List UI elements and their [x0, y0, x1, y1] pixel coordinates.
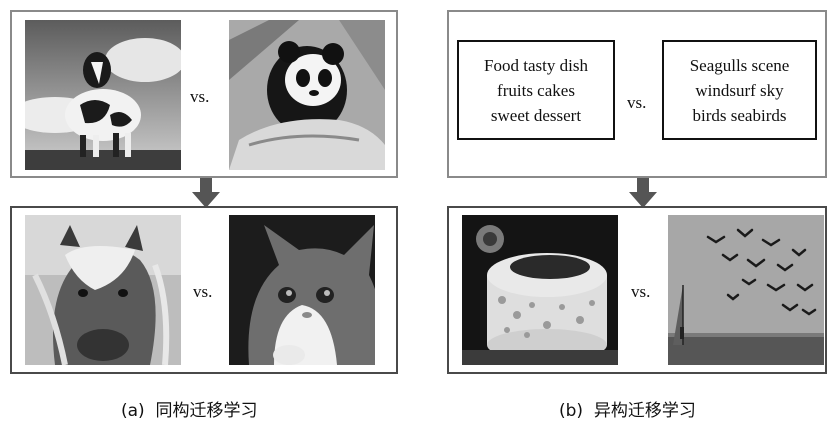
text-line: birds seabirds: [692, 105, 787, 125]
seagulls-windsurf-photo: [668, 215, 824, 365]
down-arrow-icon: [629, 178, 657, 208]
panda-photo: [229, 20, 385, 170]
caption-a: (a) 同构迁移学习: [121, 396, 258, 421]
down-arrow-icon: [192, 178, 220, 208]
kitten-photo: [229, 215, 375, 365]
text-line: Seagulls scene: [689, 55, 790, 75]
caption-a-tag: (a): [121, 401, 145, 421]
vs-label: vs.: [193, 282, 213, 301]
source-text-box-food: Food tasty dish fruits cakes sweet desse…: [457, 40, 615, 140]
text-line: sweet dessert: [490, 105, 582, 125]
vs-label: vs.: [631, 282, 651, 301]
cow-photo: [25, 20, 181, 170]
caption-b-tag: (b): [559, 401, 584, 421]
cake-photo: [462, 215, 618, 365]
caption-a-text: 同构迁移学习: [155, 401, 258, 421]
text-line: Food tasty dish: [484, 55, 588, 75]
caption-b: (b) 异构迁移学习: [559, 396, 696, 421]
vs-label: vs.: [190, 87, 210, 106]
text-line: fruits cakes: [497, 80, 575, 100]
horse-photo: [25, 215, 181, 365]
caption-b-text: 异构迁移学习: [593, 401, 696, 421]
source-text-box-seagulls: Seagulls scene windsurf sky birds seabir…: [662, 40, 817, 140]
vs-label: vs.: [627, 93, 647, 112]
text-line: windsurf sky: [695, 80, 784, 100]
